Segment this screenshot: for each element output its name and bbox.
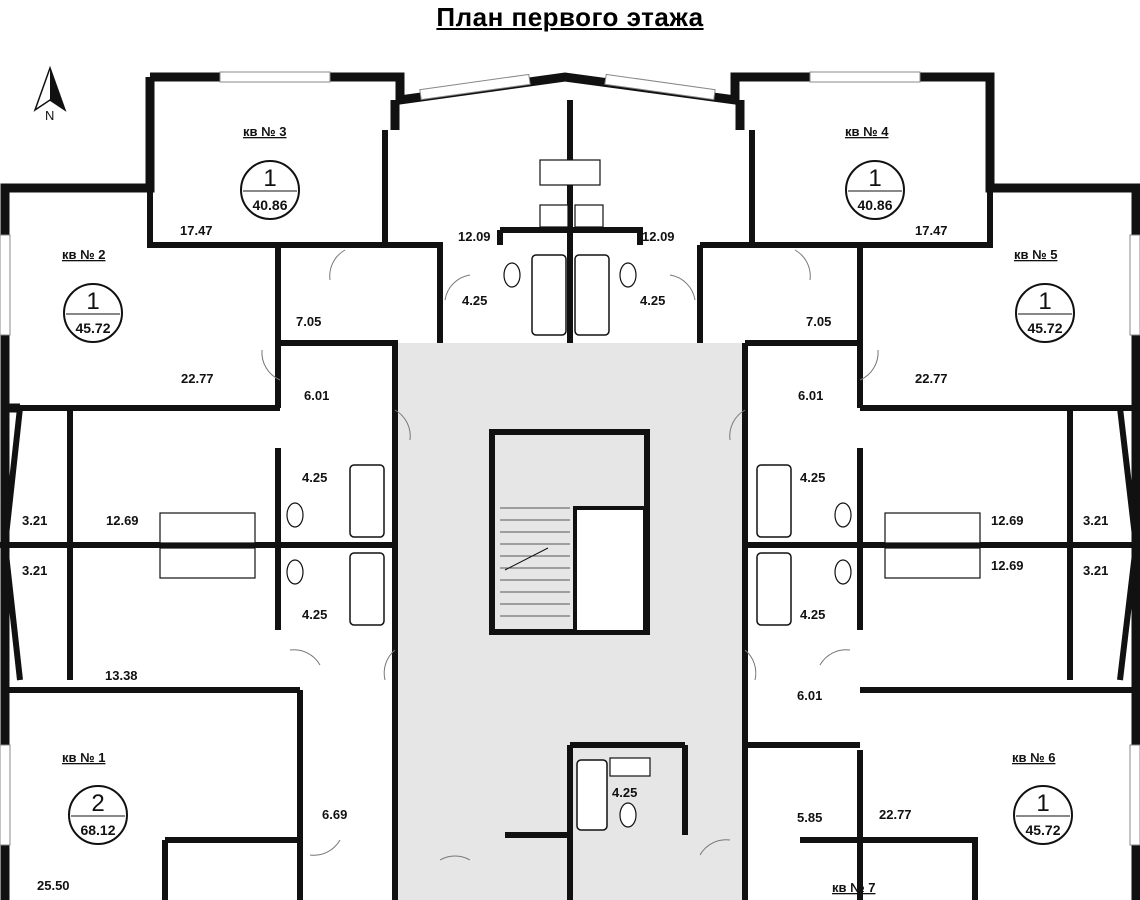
apt-label-kv6: кв № 6 (1012, 750, 1055, 765)
room-area: 25.50 (37, 878, 70, 893)
apt-rooms-kv1: 2 (91, 790, 104, 817)
windows (0, 71, 1140, 846)
room-area: 4.25 (800, 470, 825, 485)
plan-title: План первого этажа (436, 2, 704, 32)
apt-badge-kv2: 1 45.72 (63, 283, 123, 343)
room-area: 3.21 (1083, 513, 1108, 528)
apt-area-kv2: 45.72 (75, 320, 110, 336)
room-area: 12.69 (991, 558, 1024, 573)
kitchen-units (159, 159, 981, 777)
apt-area-kv3: 40.86 (252, 197, 287, 213)
staircase (489, 429, 650, 635)
apt-rooms-kv2: 1 (86, 288, 99, 315)
room-area: 4.25 (800, 607, 825, 622)
room-area: 6.01 (798, 388, 823, 403)
apt-area-kv1: 68.12 (80, 822, 115, 838)
apt-label-kv2: кв № 2 (62, 247, 105, 262)
north-label: N (45, 108, 54, 123)
room-area: 3.21 (22, 513, 47, 528)
room-area: 6.01 (304, 388, 329, 403)
apt-rooms-kv4: 1 (868, 165, 881, 192)
apt-badge-kv6: 1 45.72 (1013, 785, 1073, 845)
apt-label-kv1: кв № 1 (62, 750, 105, 765)
room-area: 12.69 (106, 513, 139, 528)
room-area: 6.69 (322, 807, 347, 822)
toilets (286, 262, 852, 828)
apt-rooms-kv6: 1 (1036, 790, 1049, 817)
room-area: 3.21 (1083, 563, 1108, 578)
apt-badge-kv1: 2 68.12 (68, 785, 128, 845)
room-area: 4.25 (462, 293, 487, 308)
apt-badge-kv4: 1 40.86 (845, 160, 905, 220)
apt-rooms-kv3: 1 (263, 165, 276, 192)
apt-badge-kv3: 1 40.86 (240, 160, 300, 220)
room-area: 22.77 (915, 371, 948, 386)
apt-label-kv3: кв № 3 (243, 124, 286, 139)
room-area: 13.38 (105, 668, 138, 683)
room-area: 17.47 (180, 223, 213, 238)
door-swings (261, 249, 879, 861)
apt-rooms-kv5: 1 (1038, 288, 1051, 315)
apt-area-kv5: 45.72 (1027, 320, 1062, 336)
room-area: 5.85 (797, 810, 822, 825)
room-area: 22.77 (879, 807, 912, 822)
apt-label-kv4: кв № 4 (845, 124, 889, 139)
north-arrow-icon (33, 65, 67, 112)
apt-badge-kv5: 1 45.72 (1015, 283, 1075, 343)
room-area: 22.77 (181, 371, 214, 386)
apt-area-kv6: 45.72 (1025, 822, 1060, 838)
room-area: 3.21 (22, 563, 47, 578)
apt-label-kv5: кв № 5 (1014, 247, 1057, 262)
room-area: 12.09 (458, 229, 491, 244)
room-area: 4.25 (302, 470, 327, 485)
apt-label-kv7: кв № 7 (832, 880, 875, 895)
room-area: 7.05 (296, 314, 321, 329)
room-area: 17.47 (915, 223, 948, 238)
room-area: 12.69 (991, 513, 1024, 528)
apt-area-kv4: 40.86 (857, 197, 892, 213)
interior-walls (0, 100, 1140, 900)
room-area: 4.25 (640, 293, 665, 308)
room-area: 4.25 (302, 607, 327, 622)
room-area: 7.05 (806, 314, 831, 329)
room-area: 4.25 (612, 785, 637, 800)
room-area: 6.01 (797, 688, 822, 703)
room-area: 12.09 (642, 229, 675, 244)
bathtubs (349, 254, 792, 831)
